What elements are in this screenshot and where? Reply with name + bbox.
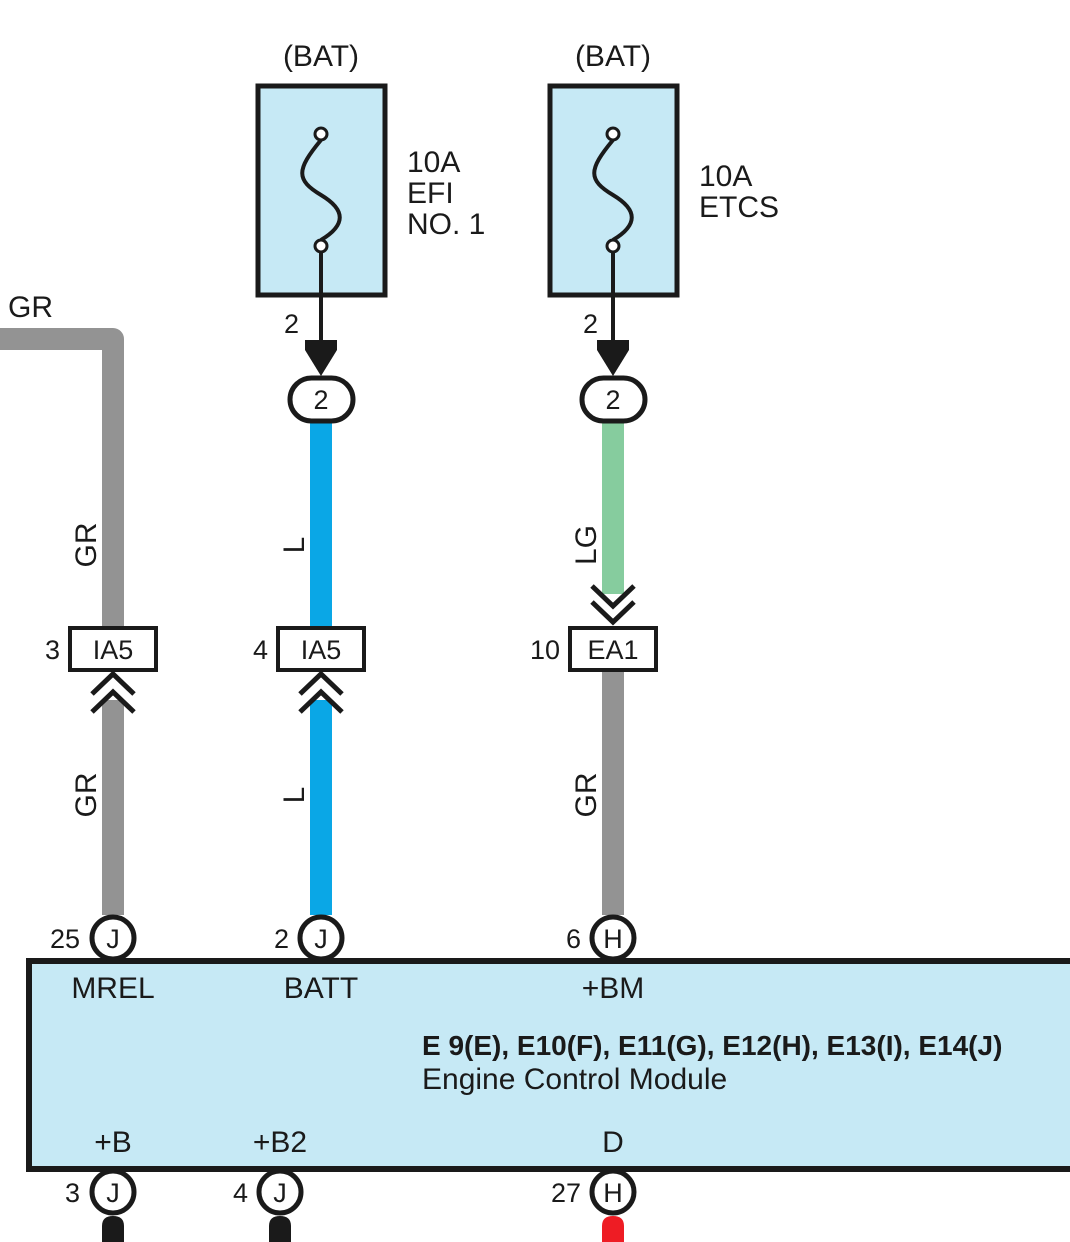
fuse-etcs: (BAT) 10A ETCS 2 2 bbox=[547, 40, 779, 424]
terminal-connector-letter: H bbox=[603, 924, 623, 954]
terminal-pin: 2 bbox=[274, 924, 289, 954]
terminal-mrel: J 25 bbox=[50, 914, 137, 962]
junction-ia5-mrel: IA5 3 bbox=[45, 626, 158, 714]
terminal-pin: 3 bbox=[65, 1178, 80, 1208]
arrow-down-icon bbox=[305, 340, 337, 376]
connector-oval bbox=[579, 375, 648, 424]
arrow-down-icon bbox=[597, 340, 629, 376]
junction-id: IA5 bbox=[301, 635, 342, 665]
terminal-connector-letter: J bbox=[106, 1178, 120, 1208]
fuse-source-label: (BAT) bbox=[575, 40, 651, 73]
wire-color-label-bm-lower: GR bbox=[570, 773, 603, 818]
terminal-pin: 6 bbox=[566, 924, 581, 954]
wire-color-label-batt-upper: L bbox=[278, 537, 311, 554]
ecm-connector-list: E 9(E), E10(F), E11(G), E12(H), E13(I), … bbox=[422, 1030, 1002, 1061]
fuse-rating: 10A bbox=[407, 146, 460, 179]
terminal-plus-b2: J 4 bbox=[233, 1168, 304, 1216]
wire-stub-plus-b bbox=[102, 1216, 124, 1242]
junction-box bbox=[568, 626, 658, 672]
terminal-name-plus-b: +B bbox=[94, 1126, 132, 1159]
wire-color-label-batt-lower: L bbox=[278, 787, 311, 804]
connector-number: 2 bbox=[313, 385, 328, 415]
connector-oval bbox=[287, 375, 356, 424]
junction-id: EA1 bbox=[587, 635, 638, 665]
fuse-name-line1: ETCS bbox=[699, 191, 779, 224]
wire-gr-left-feed bbox=[0, 328, 124, 630]
wire-color-label-mrel-lower: GR bbox=[70, 773, 103, 818]
fuse-source-label: (BAT) bbox=[283, 40, 359, 73]
terminal-batt: J 2 bbox=[274, 914, 345, 962]
terminal-pin: 25 bbox=[50, 924, 80, 954]
wire-color-label-mrel-upper: GR bbox=[70, 523, 103, 568]
terminal-name-bm: +BM bbox=[582, 972, 645, 1005]
wire-stub-plus-b2 bbox=[269, 1216, 291, 1242]
junction-pin: 3 bbox=[45, 635, 60, 665]
terminal-connector-letter: J bbox=[273, 1178, 287, 1208]
fuse-name-line2: NO. 1 bbox=[407, 208, 485, 241]
wire-color-label-left: GR bbox=[8, 291, 53, 324]
wire-stub-d bbox=[602, 1216, 624, 1242]
junction-pin: 4 bbox=[253, 635, 268, 665]
junction-box bbox=[276, 626, 366, 672]
fuse-icon bbox=[592, 138, 634, 242]
fuse-pin-number: 2 bbox=[583, 309, 598, 339]
fuse-pin-number: 2 bbox=[284, 309, 299, 339]
fuse-efi-no1: (BAT) 10A EFI NO. 1 2 2 bbox=[255, 40, 485, 424]
fuse-name-line1: EFI bbox=[407, 177, 454, 210]
junction-ea1-bm: EA1 10 bbox=[530, 584, 658, 672]
connector-number: 2 bbox=[605, 385, 620, 415]
terminal-name-plus-b2: +B2 bbox=[253, 1126, 307, 1159]
terminal-plus-b: J 3 bbox=[65, 1168, 137, 1216]
terminal-pin: 4 bbox=[233, 1178, 248, 1208]
terminal-name-d: D bbox=[602, 1126, 624, 1159]
junction-ia5-batt: IA5 4 bbox=[253, 626, 366, 714]
fuse-icon bbox=[300, 138, 342, 242]
terminal-name-mrel: MREL bbox=[71, 972, 154, 1005]
male-terminal-icon bbox=[298, 670, 344, 714]
male-terminal-icon bbox=[90, 670, 136, 714]
terminal-connector-letter: H bbox=[603, 1178, 623, 1208]
terminal-d: H 27 bbox=[551, 1168, 637, 1216]
engine-control-module: E 9(E), E10(F), E11(G), E12(H), E13(I), … bbox=[26, 958, 1070, 1172]
fuse-rating: 10A bbox=[699, 160, 752, 193]
terminal-connector-letter: J bbox=[106, 924, 120, 954]
terminal-name-batt: BATT bbox=[284, 972, 358, 1005]
junction-box bbox=[68, 626, 158, 672]
junction-pin: 10 bbox=[530, 635, 560, 665]
terminal-pin: 27 bbox=[551, 1178, 581, 1208]
ecm-box bbox=[26, 958, 1070, 1172]
ecm-name: Engine Control Module bbox=[422, 1063, 727, 1096]
terminal-bm: H 6 bbox=[566, 914, 637, 962]
junction-id: IA5 bbox=[93, 635, 134, 665]
wire-color-label-bm-upper: LG bbox=[570, 525, 603, 565]
female-terminal-icon bbox=[590, 584, 636, 626]
terminal-connector-letter: J bbox=[314, 924, 328, 954]
